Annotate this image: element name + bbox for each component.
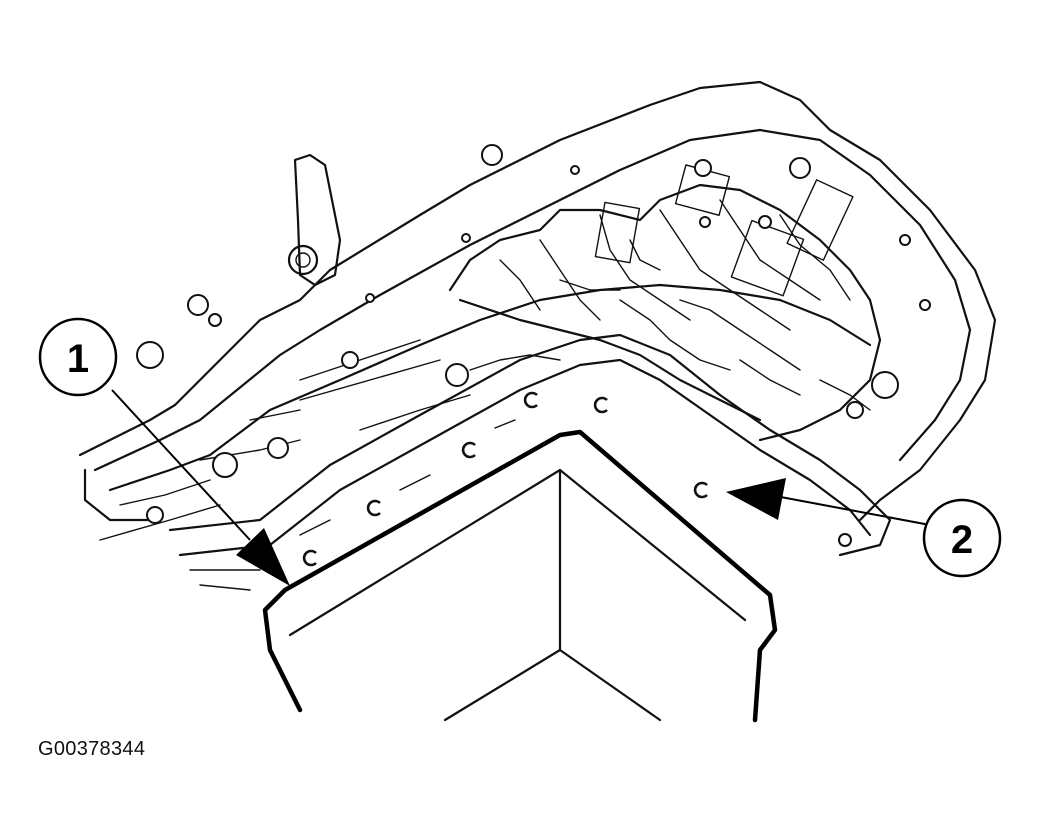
callout-2-leader: [769, 494, 931, 526]
callout-2-circle: [922, 498, 1002, 578]
callout-1-leader: [111, 389, 251, 541]
figure-code: G00378344: [38, 738, 146, 760]
mounting-bracket: [287, 153, 342, 287]
case-bolt-holes: [136, 144, 931, 547]
callout-1-label: 1: [67, 337, 89, 381]
transmission-case: [78, 80, 997, 591]
callout-1-arrowhead: [236, 528, 290, 586]
callout-2-label: 2: [951, 518, 973, 562]
pan-bolts: [302, 391, 708, 567]
callout-1: 1: [38, 317, 290, 586]
callout-2-arrowhead: [726, 478, 786, 520]
callout-2: 2: [726, 478, 1002, 578]
callout-1-circle: [38, 317, 118, 397]
oil-pan: [262, 391, 778, 723]
